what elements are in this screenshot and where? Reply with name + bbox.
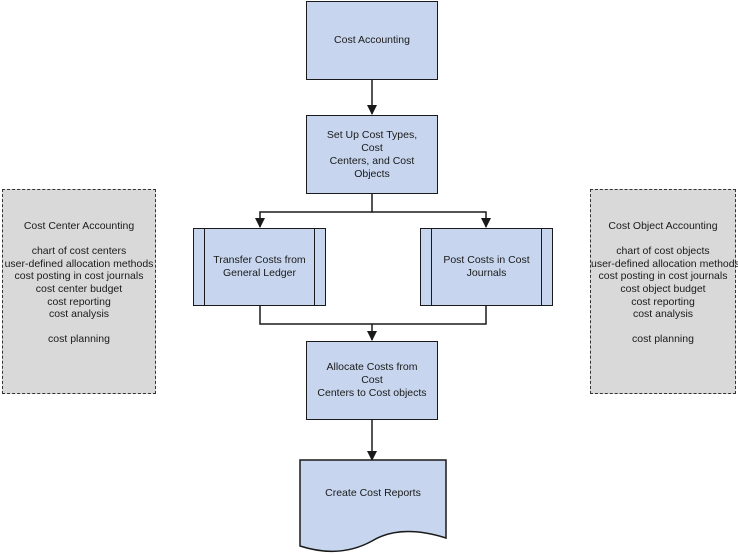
panel-item: cost center budget — [35, 282, 123, 295]
post-costs-label: Post Costs in Cost Journals — [443, 254, 530, 279]
transfer-costs-label: Transfer Costs from General Ledger — [213, 254, 306, 279]
process-bar-left — [204, 229, 205, 305]
panel-title: Cost Center Accounting — [23, 220, 135, 232]
create-cost-reports-label-wrap: Create Cost Reports — [300, 487, 446, 499]
cost-center-accounting-panel: Cost Center Accounting chart of cost cen… — [2, 189, 156, 394]
cost-object-accounting-panel: Cost Object Accounting chart of cost obj… — [590, 189, 738, 394]
create-cost-reports-shape — [299, 459, 447, 552]
cost-accounting-box: Cost Accounting — [306, 1, 438, 80]
panel-item: chart of cost centers — [31, 245, 127, 258]
panel-item: user-defined allocation methods — [4, 257, 154, 270]
panel-item: cost reporting — [631, 295, 695, 308]
setup-label: Set Up Cost Types, Cost Centers, and Cos… — [326, 128, 418, 180]
allocate-costs-label: Allocate Costs from Cost Centers to Cost… — [317, 361, 427, 399]
panel-item: chart of cost objects — [616, 245, 710, 258]
panel-item: cost planning — [48, 333, 110, 346]
panel-item: cost object budget — [620, 282, 706, 295]
process-bar-left — [431, 229, 432, 305]
connector-setup-split — [255, 194, 373, 228]
panel-item: cost analysis — [48, 308, 110, 321]
transfer-costs-box: Transfer Costs from General Ledger — [193, 228, 326, 306]
process-bar-right — [314, 229, 315, 305]
post-costs-box: Post Costs in Cost Journals — [420, 228, 553, 306]
panel-item: cost analysis — [632, 308, 694, 321]
panel-item: cost posting in cost journals — [598, 270, 728, 283]
panel-item: cost posting in cost journals — [14, 270, 144, 283]
cost-accounting-label: Cost Accounting — [334, 34, 410, 46]
process-bar-right — [541, 229, 542, 305]
panel-item: cost reporting — [47, 295, 111, 308]
allocate-costs-box: Allocate Costs from Cost Centers to Cost… — [306, 341, 438, 420]
panel-item: user-defined allocation methods — [591, 257, 738, 270]
create-cost-reports-label: Create Cost Reports — [325, 487, 421, 499]
setup-box: Set Up Cost Types, Cost Centers, and Cos… — [306, 115, 438, 194]
panel-title: Cost Object Accounting — [608, 220, 718, 232]
connector-setup-split-right — [372, 211, 491, 228]
panel-item: cost planning — [632, 333, 694, 346]
connector-merge — [259, 306, 487, 325]
